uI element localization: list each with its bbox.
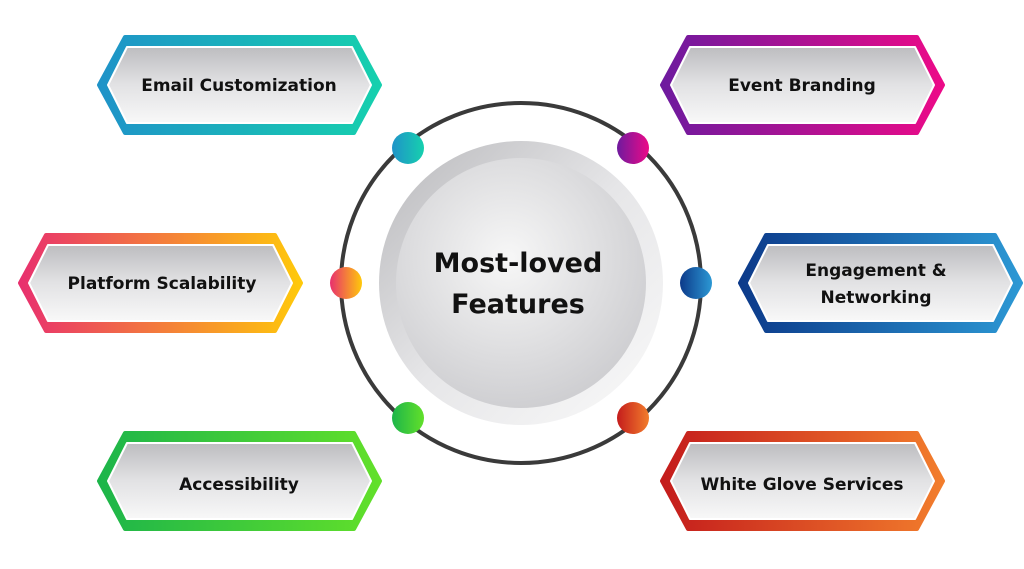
feature-accessibility: Accessibility [97, 431, 382, 531]
feature-label: Accessibility [179, 475, 299, 495]
feature-label: White Glove Services [700, 475, 903, 495]
feature-engagement-networking: Engagement & Networking [738, 233, 1023, 333]
feature-white-glove-services: White Glove Services [660, 431, 945, 531]
feature-label-line2: Networking [820, 288, 931, 308]
feature-label: Platform Scalability [68, 274, 257, 294]
center-title-line1: Most-loved [434, 248, 603, 279]
dot-email [392, 132, 424, 164]
dot-scalability [330, 267, 362, 299]
dot-accessibility [392, 402, 424, 434]
center-title-line2: Features [451, 289, 585, 320]
dot-branding [617, 132, 649, 164]
feature-platform-scalability: Platform Scalability [18, 233, 303, 333]
feature-event-branding: Event Branding [660, 35, 945, 135]
feature-label-line1: Engagement & [805, 261, 946, 281]
feature-label: Email Customization [141, 76, 337, 96]
dot-engagement [680, 267, 712, 299]
feature-email-customization: Email Customization [97, 35, 382, 135]
dot-white-glove [617, 402, 649, 434]
center-hub: Most-loved Features [339, 101, 703, 465]
feature-label: Event Branding [728, 76, 876, 96]
hub-circle [396, 158, 646, 408]
